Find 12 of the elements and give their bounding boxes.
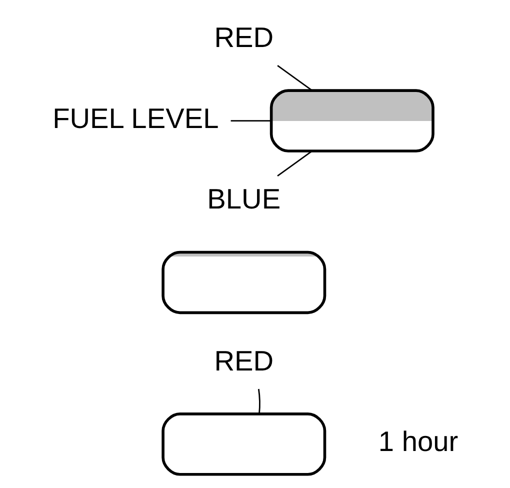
node-text: RED <box>214 21 274 52</box>
node-text: BLUE <box>206 183 280 214</box>
node-text: RED <box>214 344 274 376</box>
node-box <box>269 88 434 152</box>
connector <box>257 388 260 414</box>
connector <box>276 64 312 91</box>
connector <box>276 150 312 176</box>
node-box <box>161 250 326 314</box>
connector <box>230 120 271 121</box>
node-text: FUEL LEVEL <box>52 102 218 134</box>
label: 1 hour <box>378 426 458 457</box>
node-box <box>161 412 326 476</box>
